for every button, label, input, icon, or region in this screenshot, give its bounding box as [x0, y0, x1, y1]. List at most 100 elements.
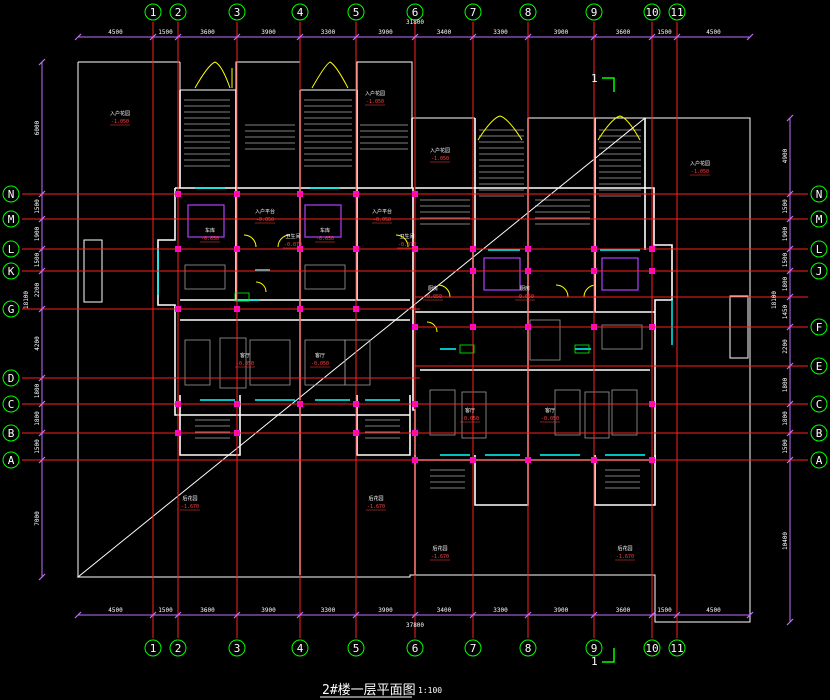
grid-bubble-1: [144, 639, 162, 657]
room-elevation: -1.670: [367, 504, 385, 510]
dim-left-tick: [38, 190, 46, 198]
dim-right-tick: [786, 215, 794, 223]
grid-bubble-6: [406, 639, 424, 657]
room-name: 卫生间: [285, 233, 300, 240]
section-mark-bottom: 1: [591, 655, 598, 668]
dim-right-value: 1900: [782, 226, 789, 241]
dim-top-tick: [411, 33, 419, 41]
room-elevation: -0.050: [256, 217, 274, 223]
room-name: 入户花园: [365, 90, 385, 97]
grid-label-11: 11: [670, 642, 683, 655]
room-labels: 入户花园-1.050入户花园-1.050入户花园-1.050入户花园-1.050…: [110, 90, 710, 561]
room-elevation: -0.650: [201, 236, 219, 242]
room-name: 客厅: [545, 407, 555, 414]
dim-left-tick: [38, 58, 46, 66]
dim-right-value: 10400: [782, 532, 789, 550]
grid-bubble-right-E: [810, 357, 828, 375]
room-name: 厨房: [520, 285, 530, 292]
dim-left-tick: [38, 305, 46, 313]
dim-right-tick: [786, 456, 794, 464]
room-name: 入户花园: [110, 110, 130, 117]
dim-top-tick: [469, 33, 477, 41]
room-elevation: -0.650: [316, 236, 334, 242]
grid-bubble-9: [585, 3, 603, 21]
doors: [194, 61, 641, 333]
room-elevation: -0.050: [461, 416, 479, 422]
grid-label-4: 4: [297, 6, 304, 19]
grid-label-left-K: K: [8, 265, 15, 278]
grid-label-2: 2: [175, 6, 182, 19]
grid-bubble-5: [347, 3, 365, 21]
grid-bubble-11: [668, 639, 686, 657]
dim-bottom-value: 3600: [616, 607, 631, 614]
dim-top-value: 3900: [554, 29, 569, 36]
dim-bottom-value: 1500: [657, 607, 672, 614]
dim-top-value: 3300: [493, 29, 508, 36]
dim-left-tick: [38, 400, 46, 408]
room-elevation: -0.050: [311, 361, 329, 367]
grid-label-right-A: A: [816, 454, 823, 467]
dim-top-value: 1500: [657, 29, 672, 36]
grid-label-left-N: N: [8, 188, 15, 201]
dim-top-tick: [352, 33, 360, 41]
grid-label-2: 2: [175, 642, 182, 655]
grid-label-7: 7: [470, 642, 477, 655]
dim-top-value: 3600: [200, 29, 215, 36]
grid-label-4: 4: [297, 642, 304, 655]
room-name: 入户花园: [430, 147, 450, 154]
dim-bottom-value: 3900: [378, 607, 393, 614]
green-tags: [234, 292, 590, 354]
grid-label-right-C: C: [816, 398, 823, 411]
dim-bottom-tick: [233, 611, 241, 619]
dim-top-value: 3400: [437, 29, 452, 36]
dim-left-tick: [38, 429, 46, 437]
dim-left-total: 18100: [23, 291, 30, 309]
grid-bubble-left-D: [2, 369, 20, 387]
grid-bubble-right-L: [810, 240, 828, 258]
room-name: 后花园: [182, 495, 197, 502]
room-name: 客厅: [465, 407, 475, 414]
grid-bubble-2: [169, 3, 187, 21]
dim-top-value: 4500: [706, 29, 721, 36]
dim-right-tick: [786, 400, 794, 408]
grid-bubble-6: [406, 3, 424, 21]
dim-top-tick: [233, 33, 241, 41]
dim-top-tick: [648, 33, 656, 41]
grid-bubble-7: [464, 3, 482, 21]
room-name: 客厅: [315, 352, 325, 359]
dim-top-tick: [590, 33, 598, 41]
dim-top-tick: [524, 33, 532, 41]
dim-top-tick: [673, 33, 681, 41]
grid-label-left-B: B: [8, 427, 15, 440]
dim-left-tick: [38, 573, 46, 581]
dim-right-tick: [786, 362, 794, 370]
grid-bubble-8: [519, 3, 537, 21]
dim-left-value: 6000: [34, 120, 41, 135]
dim-right-tick: [786, 293, 794, 301]
grid-label-right-L: L: [816, 243, 823, 256]
dim-right-tick: [786, 245, 794, 253]
grid-label-1: 1: [150, 642, 157, 655]
dim-left-value: 1900: [34, 226, 41, 241]
room-elevation: -1.050: [111, 119, 129, 125]
dim-top-tick: [74, 33, 82, 41]
dim-bottom-tick: [174, 611, 182, 619]
dim-bottom-value: 4500: [108, 607, 123, 614]
room-name: 客厅: [240, 352, 250, 359]
room-name: 车库: [320, 227, 330, 234]
grid-bubble-1: [144, 3, 162, 21]
grid-bubble-right-C: [810, 395, 828, 413]
grid-label-3: 3: [234, 642, 241, 655]
grid-bubble-left-M: [2, 210, 20, 228]
dim-right-tick: [786, 323, 794, 331]
dim-left-tick: [38, 456, 46, 464]
grid-bubble-4: [291, 639, 309, 657]
room-name: 车库: [205, 227, 215, 234]
dim-top-tick: [746, 33, 754, 41]
grid-label-left-A: A: [8, 454, 15, 467]
dim-bottom-tick: [74, 611, 82, 619]
grid-label-10: 10: [645, 6, 658, 19]
grid-label-9: 9: [591, 642, 598, 655]
dim-bottom-tick: [746, 611, 754, 619]
grid-label-3: 3: [234, 6, 241, 19]
